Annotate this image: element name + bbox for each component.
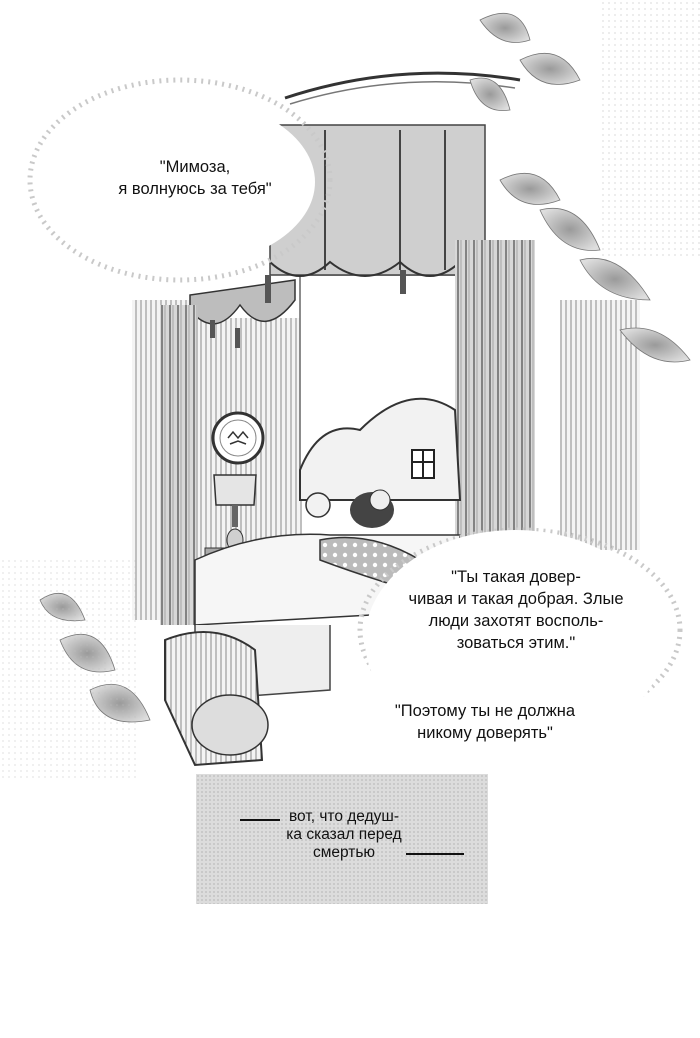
caption-line: смертью xyxy=(312,844,376,861)
caption-line: ка сказал перед xyxy=(286,826,402,843)
balloon-1-line: я волнуюсь за тебя" xyxy=(118,180,272,198)
speech-balloon-3: "Поэтому ты не должна никому доверять" xyxy=(350,700,620,744)
balloon-3-line: "Поэтому ты не должна xyxy=(394,702,576,720)
canopy-arc xyxy=(284,71,521,100)
curtain-swag xyxy=(189,279,296,325)
balloon-2-line: зоваться этим." xyxy=(456,634,576,652)
table-lamp xyxy=(213,474,257,506)
caption-dash-left xyxy=(240,819,280,821)
girl-figure xyxy=(305,492,331,518)
speech-balloon-1: "Мимоза, я волнуюсь за тебя" xyxy=(100,156,290,200)
balloon-1-line: "Мимоза, xyxy=(159,158,231,176)
balloon-2-line: чивая и такая добрая. Злые xyxy=(408,590,624,608)
balloon-3-line: никому доверять" xyxy=(417,724,553,742)
left-curtain xyxy=(160,305,198,625)
narration-caption-box: вот, что дедуш- ка сказал перед смертью xyxy=(196,774,488,904)
balloon-1-outline xyxy=(27,77,333,283)
caption-text: вот, что дедуш- ка сказал перед смертью xyxy=(246,808,442,862)
balloon-2-outline xyxy=(357,527,683,733)
right-curtain xyxy=(455,240,535,540)
speech-balloon-2: "Ты такая довер- чивая и такая добрая. З… xyxy=(400,566,632,654)
caption-dash-right xyxy=(406,853,464,855)
caption-line: вот, что дедуш- xyxy=(289,808,399,825)
balloon-2-line: "Ты такая довер- xyxy=(451,568,581,586)
balloon-2-line: люди захотят восполь- xyxy=(428,612,604,630)
